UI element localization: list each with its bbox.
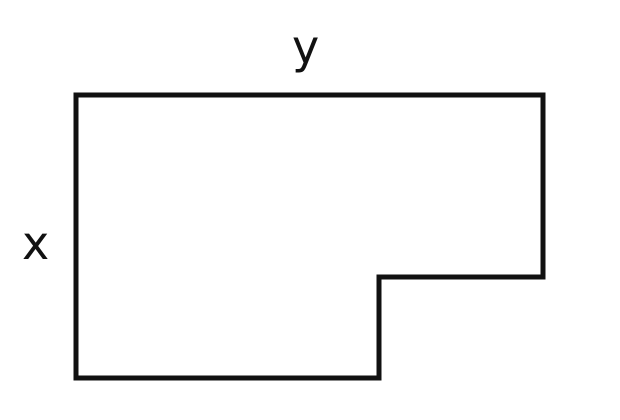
l-shaped-outline: [73, 92, 546, 381]
top-side-label-y: y: [292, 20, 320, 74]
left-side-label-x: x: [22, 216, 50, 270]
